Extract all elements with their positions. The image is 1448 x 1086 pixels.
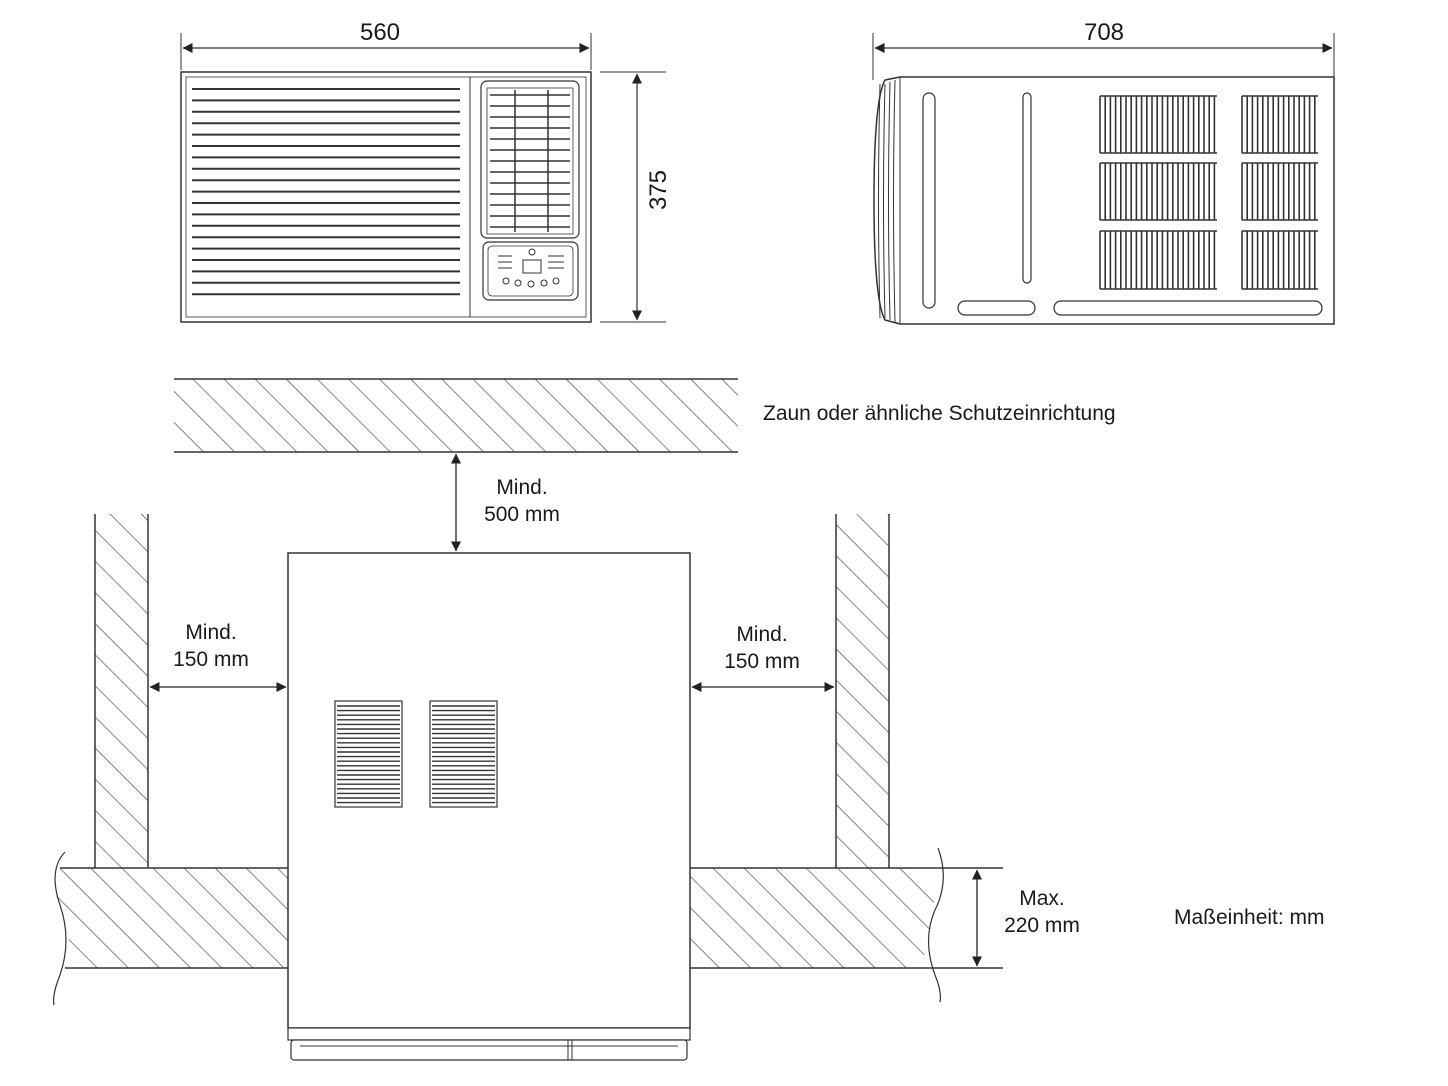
control-panel-buttons <box>498 248 564 288</box>
side-slot-1 <box>922 92 936 309</box>
top-clearance-line1: Mind. <box>496 476 547 499</box>
side-vent-grilles <box>1099 95 1318 290</box>
top-clearance-line2: 500 mm <box>484 503 560 526</box>
left-side-wall <box>94 514 149 868</box>
fence-label: Zaun oder ähnliche Schutzeinrichtung <box>763 402 1116 425</box>
right-side-wall <box>835 514 890 868</box>
side-bottom-slot-1 <box>957 300 1036 316</box>
clearance-arrows <box>149 453 982 967</box>
side-unit-body <box>873 76 1335 325</box>
main-wall-right <box>690 847 1003 1003</box>
unit-note: Maßeinheit: mm <box>1174 906 1325 929</box>
wall-thickness-line2: 220 mm <box>1004 914 1080 937</box>
left-clearance-line2: 150 mm <box>173 648 249 671</box>
side-slot-2 <box>1022 92 1032 284</box>
front-side-grille <box>480 80 580 239</box>
front-height-label: 375 <box>645 170 672 210</box>
side-depth-label: 708 <box>1084 19 1124 46</box>
right-clearance-line1: Mind. <box>736 623 787 646</box>
left-clearance-line1: Mind. <box>185 621 236 644</box>
front-height-dimension <box>600 71 666 323</box>
side-view <box>872 33 1335 325</box>
control-panel <box>482 241 579 301</box>
front-view <box>180 33 666 323</box>
main-wall-left <box>53 851 288 1006</box>
fence-section <box>174 378 738 453</box>
front-width-label: 560 <box>360 19 400 46</box>
side-depth-dimension <box>872 33 1335 80</box>
front-grille-louvers <box>192 88 460 296</box>
front-unit-body <box>180 71 592 323</box>
rear-vent-right <box>429 700 498 808</box>
front-width-dimension <box>180 33 592 70</box>
right-clearance-line2: 150 mm <box>724 650 800 673</box>
rear-vent-left <box>334 700 403 808</box>
wall-thickness-line1: Max. <box>1019 887 1065 910</box>
unit-rear-view <box>287 552 691 1061</box>
side-bottom-slot-2 <box>1053 300 1323 316</box>
